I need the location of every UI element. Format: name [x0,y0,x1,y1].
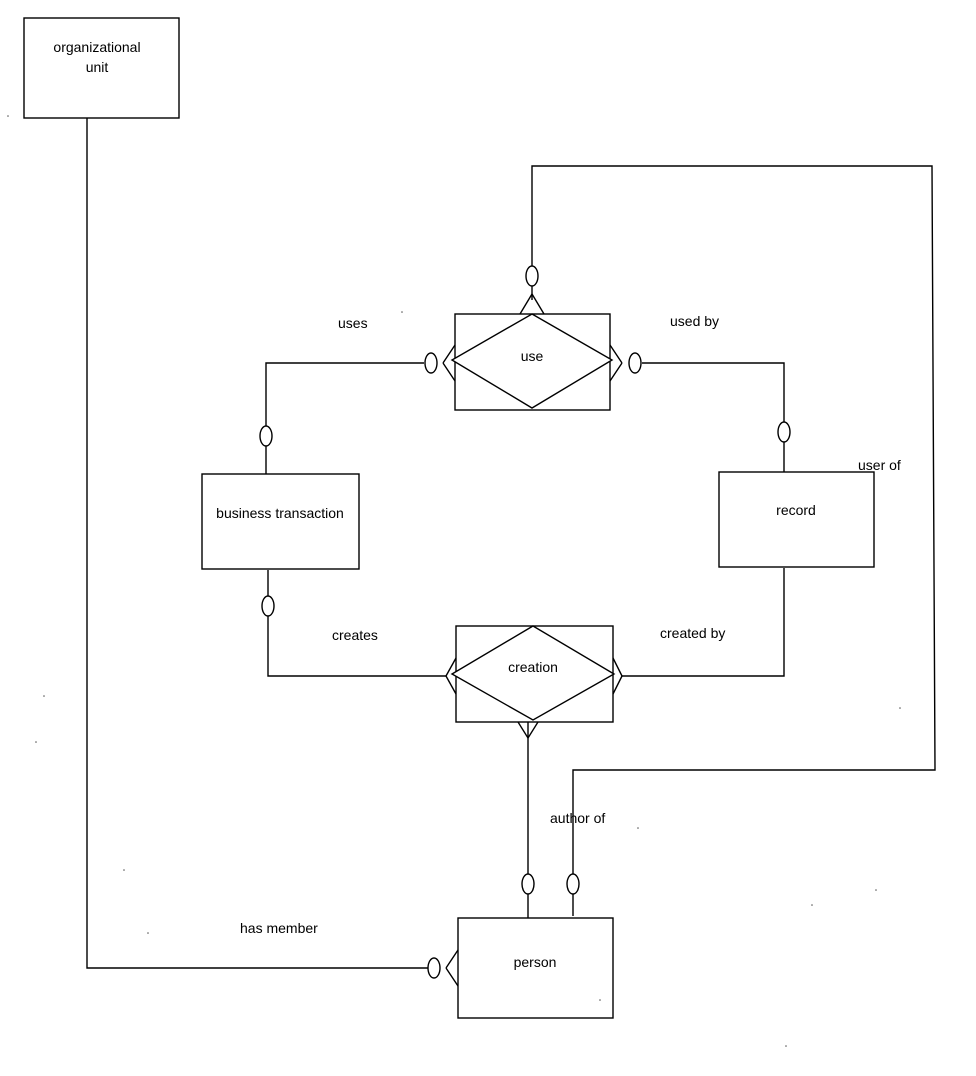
role-labels: uses used by user of creates created by … [240,313,901,936]
role-label-uses: uses [338,315,368,331]
relationship-diamond [450,313,614,409]
role-label-creates: creates [332,627,378,643]
entity-label: person [514,954,557,970]
role-label-created-by: created by [660,625,725,641]
crow-foot-use-right [609,344,623,364]
entity-box [457,917,614,1019]
line-orgunit-person [86,118,430,969]
line-use-record [642,362,785,472]
crow-foot-creation-right-b [612,675,623,695]
line-bt-use [265,362,424,474]
entity-box [201,473,360,570]
relationship-label: creation [508,659,558,675]
relationship-diamond [450,625,616,721]
optional-circle-person-top-right [566,873,580,895]
line-record-creation [622,568,785,677]
crow-foot-use-top [519,293,533,315]
entity-person: person [457,917,614,1019]
crow-foot-use-right-b [609,362,623,382]
relationship-label: use [521,348,544,364]
role-label-author-of: author of [550,810,605,826]
optional-circle-use-left [424,352,438,374]
crow-foot-creation-left [445,657,457,677]
relationship-creation: creation [450,625,616,723]
optional-circle-person-left [427,957,441,979]
crow-foot-use-left [442,344,456,364]
crow-foot-use-top-b [531,293,545,315]
crow-foot-creation-right [612,657,623,677]
optional-circle-record-top [777,421,791,443]
optional-circle-person-top-left [521,873,535,895]
optional-circle-use-top [525,265,539,287]
relationship-use: use [450,313,614,411]
role-label-has-member: has member [240,920,318,936]
role-label-used-by: used by [670,313,719,329]
entity-business-transaction: business transaction [201,473,360,570]
entity-label: record [776,502,816,518]
optional-circle-use-right [628,352,642,374]
crow-foot-person-left-b [445,967,459,987]
optional-circle-bt-top [259,425,273,447]
entity-record: record [718,471,875,568]
scan-noise [7,115,901,1047]
optional-circle-bt-bottom [261,595,275,617]
crow-foot-creation-left-b [445,675,457,695]
role-label-user-of: user of [858,457,901,473]
entity-box [718,471,875,568]
crow-foot-use-left-b [442,362,456,382]
entity-label: business transaction [216,505,344,521]
entity-label-line2: unit [86,59,109,75]
line-bt-creation [267,570,446,677]
line-use-person-outer [531,165,936,916]
entity-organizational-unit: organizational unit [23,17,180,119]
optionality-circles [259,265,791,979]
crows-feet [442,293,623,987]
entity-label-line1: organizational [53,39,140,55]
entity-box [23,17,180,119]
crow-foot-creation-bottom-b [527,721,539,739]
crow-foot-person-left [445,949,459,969]
crow-foot-creation-bottom [517,721,529,739]
